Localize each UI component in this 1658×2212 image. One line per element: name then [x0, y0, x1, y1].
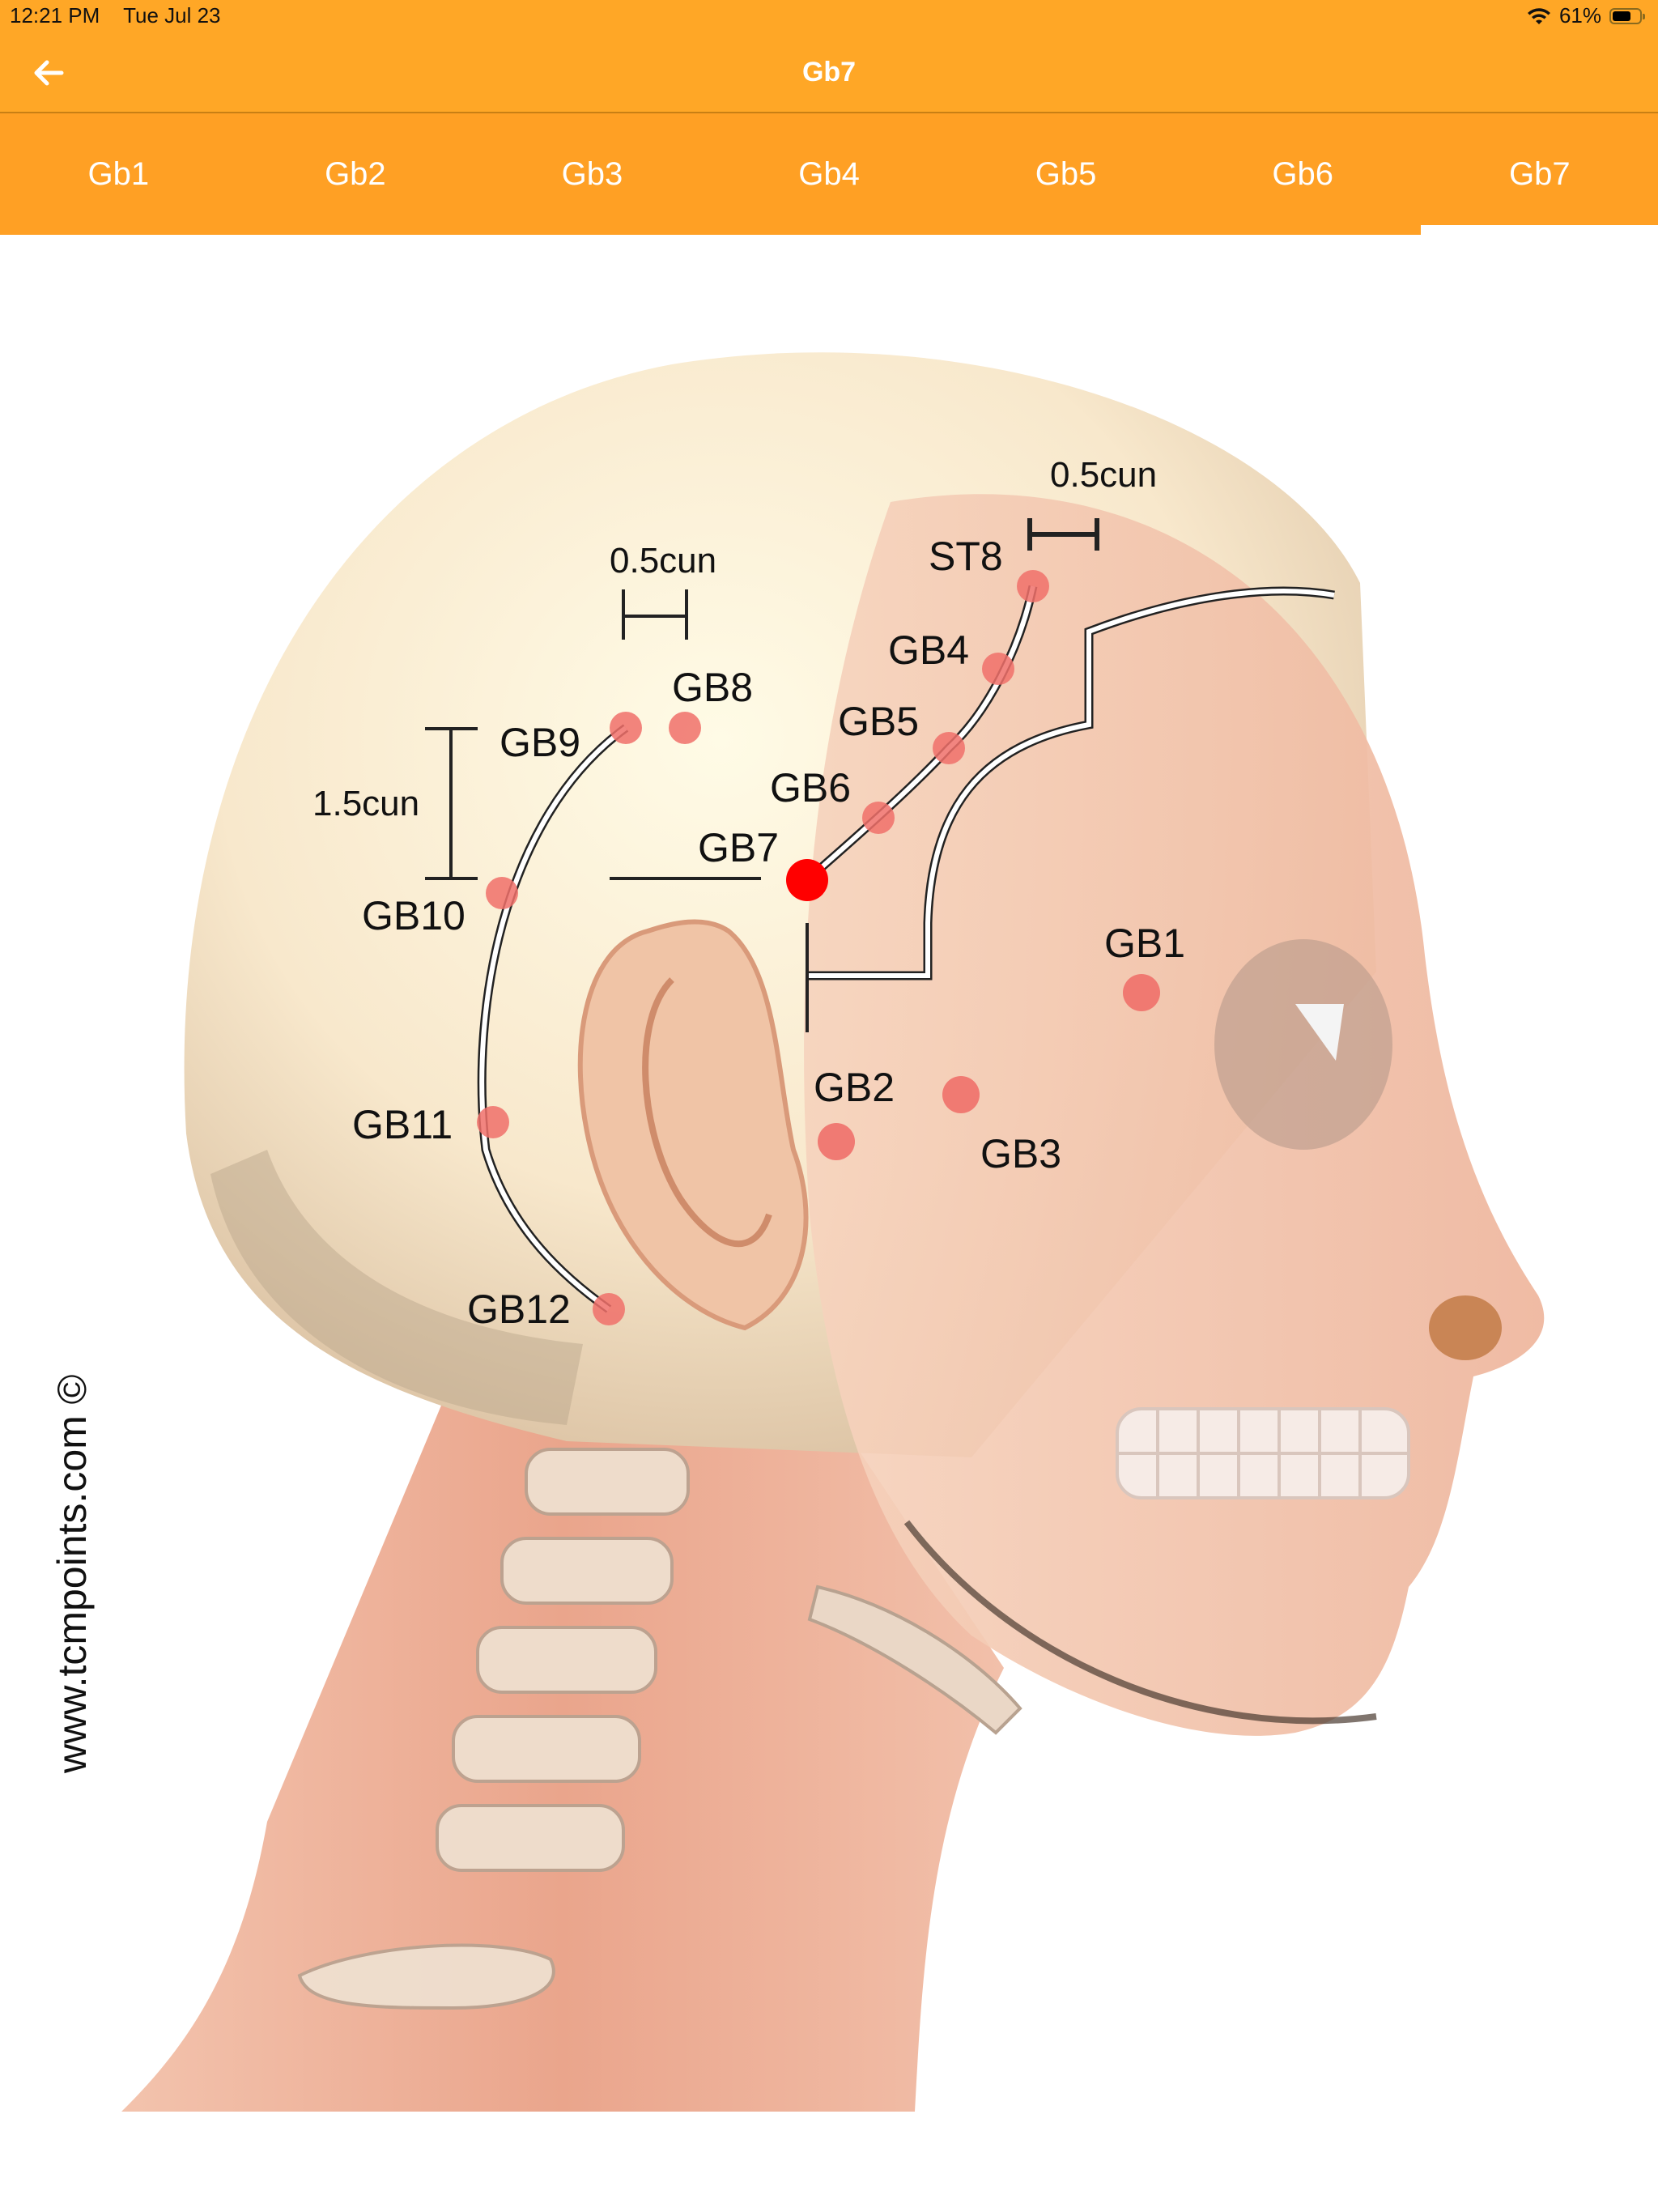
copyright-watermark: www.tcmpoints.com ©	[49, 1374, 95, 1773]
status-time: 12:21 PM	[10, 3, 100, 28]
measure-label-top-right: 0.5cun	[1050, 455, 1158, 495]
point-label-gb7[interactable]: GB7	[698, 825, 780, 870]
battery-percent: 61%	[1558, 3, 1601, 28]
point-label-gb12[interactable]: GB12	[467, 1287, 571, 1332]
tab-gb2[interactable]: Gb2	[325, 155, 386, 192]
acupoint-markers	[477, 570, 1160, 1325]
point-label-gb5[interactable]: GB5	[838, 699, 920, 744]
point-label-gb11[interactable]: GB11	[352, 1102, 453, 1147]
wifi-icon	[1527, 7, 1550, 24]
tab-gb3[interactable]: Gb3	[561, 155, 623, 192]
status-time-date: 12:21 PM Tue Jul 23	[10, 3, 239, 28]
point-label-gb10[interactable]: GB10	[362, 893, 466, 938]
status-indicators: 61%	[1527, 3, 1645, 28]
acupoint-diagram: 0.5cun 0.5cun 1.5cun ST8 GB4 GB5 GB6 GB7…	[0, 235, 1658, 2212]
battery-icon	[1609, 7, 1645, 24]
navigation-bar: Gb7	[0, 32, 1658, 113]
point-label-gb4[interactable]: GB4	[888, 627, 970, 673]
tab-gb6[interactable]: Gb6	[1272, 155, 1333, 192]
measure-label-top-left: 0.5cun	[610, 541, 717, 581]
point-label-gb9[interactable]: GB9	[500, 720, 581, 765]
tab-gb5[interactable]: Gb5	[1035, 155, 1097, 192]
page-title: Gb7	[801, 57, 857, 87]
tab-gb1[interactable]: Gb1	[87, 155, 150, 192]
point-label-gb8[interactable]: GB8	[672, 665, 754, 710]
status-bar: 12:21 PM Tue Jul 23 61%	[0, 0, 1658, 32]
point-label-gb2[interactable]: GB2	[814, 1065, 895, 1110]
status-date: Tue Jul 23	[123, 3, 221, 28]
tab-gb7[interactable]: Gb7	[1421, 113, 1658, 235]
arrow-left-icon	[34, 60, 64, 86]
point-label-gb3[interactable]: GB3	[980, 1131, 1062, 1176]
tab-gb4[interactable]: Gb4	[798, 155, 860, 192]
back-button[interactable]	[24, 49, 73, 97]
head-anatomy-illustration	[121, 352, 1545, 2112]
point-label-gb6[interactable]: GB6	[770, 765, 852, 810]
point-tab-bar: Gb1 Gb2 Gb3 Gb4 Gb5 Gb6 Gb7	[0, 113, 1658, 235]
point-label-st8[interactable]: ST8	[929, 534, 1003, 579]
measure-label-vertical: 1.5cun	[312, 784, 420, 823]
point-label-gb1[interactable]: GB1	[1104, 921, 1186, 966]
